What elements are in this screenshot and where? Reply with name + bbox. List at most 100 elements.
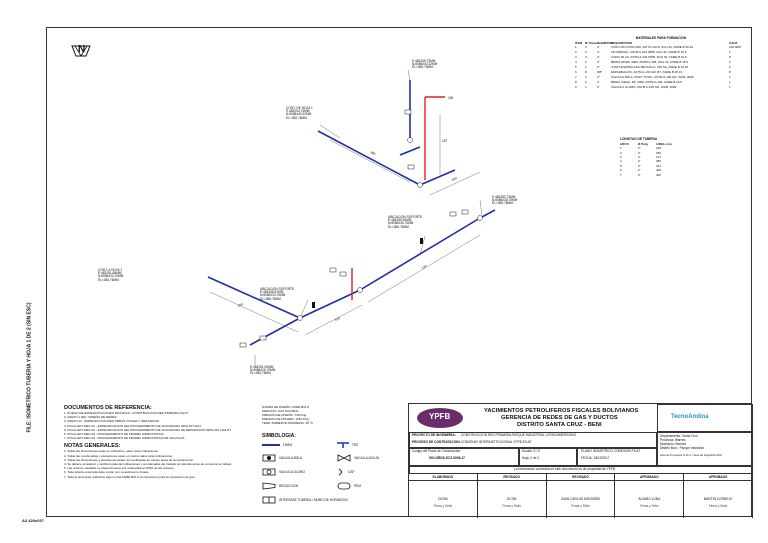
company-name: YACIMIENTOS PETROLIFEROS FISCALES BOLIVI…: [484, 408, 639, 414]
materials-cell: 3: [585, 45, 587, 50]
lengths-cell: 380: [656, 159, 662, 164]
simbolo-label: CAP: [348, 470, 355, 474]
lengths-cell: 7: [620, 172, 622, 177]
materials-cell: 2: [585, 80, 587, 85]
fitting-icon: [297, 315, 303, 321]
right-logo: TecnoAndina: [671, 414, 709, 420]
lengths-cell: 3: [620, 155, 622, 160]
materials-cell: 2": [597, 55, 600, 60]
materials-cell: 1: [729, 80, 731, 85]
north-label: N: [78, 44, 86, 55]
lengths-cell: 400: [656, 172, 662, 177]
materials-cell: 2": [597, 50, 600, 55]
simbolo-label: VALVULA AGUJA: [354, 456, 380, 460]
materials-cell: 8: [729, 70, 731, 75]
simbolo-item: VALVULA BOLA: [262, 454, 337, 462]
proyecto-label: PROYECTO DE INGENIERIA:: [412, 433, 456, 437]
proyecto-value: CONSTRUCCION RED PRIMARIA PARQUE INDUSTR…: [461, 433, 577, 437]
nota-item: 2. Todas las coordenadas y elevaciones e…: [64, 453, 174, 458]
signature-role: ELABORADO: [409, 474, 477, 481]
codigo-value: ISO-GRDS-SCZ-0006-17: [429, 456, 465, 460]
lengths-cell: 250: [656, 150, 662, 155]
materials-header-cell: Nº Pieza: [585, 41, 597, 46]
lengths-cell: 2: [620, 150, 622, 155]
valve-icon: [449, 211, 457, 217]
leader-lines: [254, 69, 483, 365]
signature-role: APROBADO: [684, 474, 752, 481]
signature-role: REVISADO: [546, 474, 615, 481]
materials-cell: 2: [729, 60, 731, 65]
documentos-list: 1. PLIEGO DE ESPECIFICACIONES TECNICAS -…: [64, 411, 254, 440]
support-markers: [312, 238, 423, 308]
documento-item: 3. ANEXO 12 - ESPECIFICACIONES OBRAS CIV…: [64, 419, 159, 424]
signature-title: Firma y Sello: [708, 504, 728, 508]
valve-icon: [339, 271, 347, 277]
sheet-border: [46, 27, 752, 517]
documentos-title: DOCUMENTOS DE REFERENCIA:: [64, 405, 152, 411]
notas-list: 1. Todas las dimensiones estan en milime…: [64, 449, 254, 478]
simbolo-label: LINEA: [283, 443, 293, 447]
materials-cell: 2": [597, 65, 600, 70]
materials-cell: 3: [585, 50, 587, 55]
signature-name: JUAN CARLOS MONTAÑO: [560, 497, 601, 501]
materials-cell: CODO 90 LR, ASTM A-234 WPB, SCH 40, ASME…: [611, 55, 687, 60]
signature-name: ALVARO LUNA: [638, 497, 661, 501]
lengths-row: 7 2" 400: [620, 173, 680, 177]
riser: [351, 96, 445, 300]
documento-item: 4. PCGA-GDT-MEC-01 - ESPECIFICACION DEL …: [64, 423, 201, 428]
fitting-icon: [417, 182, 423, 188]
materials-title: MATERIALES PARA FORMACION: [635, 36, 687, 40]
materials-cell: 8: [575, 80, 577, 85]
materials-cell: 2: [729, 65, 731, 70]
materials-cell: 2: [585, 60, 587, 65]
materials-cell: 8: [729, 55, 731, 60]
dept-box: [657, 432, 753, 466]
north-arrow-icon: [70, 44, 92, 58]
materials-header-cell: DIAMETRO: [597, 41, 613, 46]
simbolo-item: VALVULA GLOBO: [262, 468, 337, 476]
materials-cell: 2": [597, 80, 600, 85]
simbolo-label: INTERFASE TUBERIA / MURO DE HORMIGON: [279, 498, 348, 502]
project-row: [409, 432, 657, 448]
materials-cell: CAÑO SIN COSTURA, API 5L GR B, SCH 40, A…: [611, 45, 693, 50]
lengths-cell: 400: [656, 168, 662, 173]
simbologia-title: SIMBOLOGIA:: [262, 433, 296, 439]
materials-cell: 3: [575, 55, 577, 60]
dimension-text: 180: [448, 96, 454, 100]
interfase-icon: [262, 496, 276, 504]
tipo-box: [577, 448, 657, 466]
lengths-cell: 2": [638, 172, 641, 177]
ypfb-logo: [417, 408, 463, 428]
nota-item: 3. Todas las dimensiones y elevaciones d…: [64, 457, 195, 462]
simbolo-item: LINEA: [262, 442, 337, 448]
pipe-segment: [207, 276, 301, 319]
lengths-cell: 235: [656, 146, 662, 151]
nota-item: 6. Toda tuberia enterrada debe contar co…: [64, 470, 150, 475]
documentos-section: DOCUMENTOS DE REFERENCIA: 1. PLIEGO DE E…: [64, 405, 254, 479]
lengths-cell: 2": [638, 159, 641, 164]
valve-icon: [259, 335, 267, 341]
lengths-cell: 2": [638, 168, 641, 173]
nota-item: 5. Las uniones soldadas se inspeccionara…: [64, 466, 175, 471]
escala-label: Escala: S / E: [522, 449, 541, 453]
valvula-globo-icon: [262, 468, 276, 476]
materials-cell: 2": [597, 75, 600, 80]
documento-item: 2. ANEXO 1 DEL "DISEÑO DE REDES": [64, 415, 118, 420]
gerencia-name: GERENCIA DE REDES DE GAS Y DUCTOS: [501, 415, 618, 421]
